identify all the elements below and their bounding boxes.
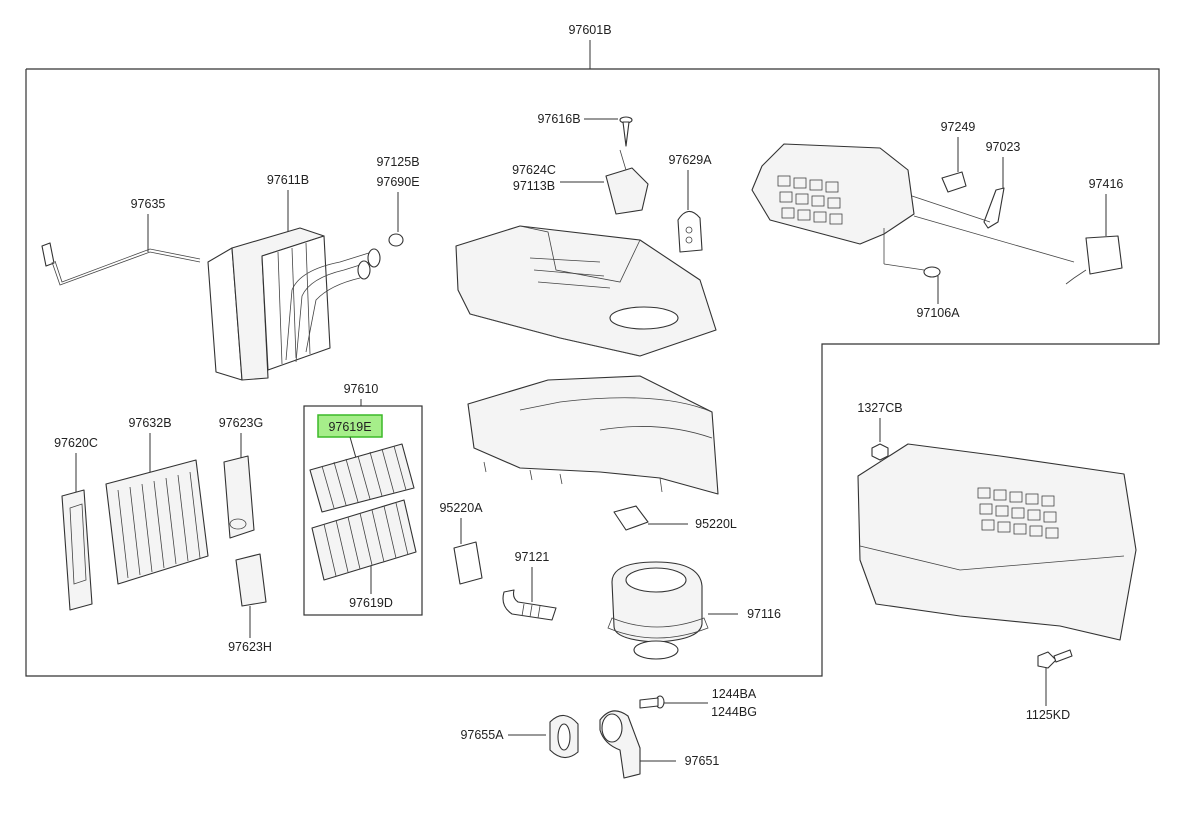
assembly-frame [25, 68, 1160, 677]
lever-drawing [983, 187, 1005, 229]
part-number-label: 97616B [537, 112, 580, 126]
part-97601B[interactable]: 97601B [568, 23, 612, 69]
screw-drawing [619, 116, 633, 147]
part-1327CB[interactable]: 1327CB [857, 401, 903, 461]
part-number-label: 97623H [228, 640, 272, 654]
cover-plate-drawing [223, 455, 255, 539]
evaporator-core-drawing [207, 227, 381, 381]
part-97116[interactable]: 97116 [607, 561, 781, 660]
part-97629A[interactable]: 97629A [668, 153, 712, 253]
part-number-label: 1244BG [711, 705, 757, 719]
part-95220A[interactable]: 95220A [439, 501, 483, 585]
part-97125B[interactable]: 97125B [376, 155, 419, 169]
bracket-drawing [61, 489, 93, 611]
filter-kit-frame [303, 405, 423, 616]
clip-drawing [677, 210, 703, 253]
connector-drawing [613, 505, 649, 531]
part-97121[interactable]: 97121 [502, 550, 557, 621]
part-number-label: 97629A [668, 153, 712, 167]
intake-assembly-drawing [751, 143, 915, 245]
part-number-label: 97106A [916, 306, 960, 320]
seal-drawing [549, 714, 579, 759]
air-filter-lower-drawing [311, 499, 417, 581]
part-97616B[interactable]: 97616B [537, 112, 633, 147]
upper-case-drawing [455, 225, 717, 357]
filter-cover-drawing [105, 459, 209, 585]
part-number-label: 97620C [54, 436, 98, 450]
part-number-label: 97651 [685, 754, 720, 768]
part-number-label: 97635 [131, 197, 166, 211]
part-97023[interactable]: 97023 [911, 140, 1021, 229]
air-filter-upper-drawing [309, 443, 415, 513]
o-ring-drawing [388, 233, 404, 247]
duct-drawing [599, 710, 641, 779]
part-number-label: 97125B [376, 155, 419, 169]
part-97619D[interactable]: 97619D [311, 499, 417, 610]
part-97610[interactable]: 97610 [344, 382, 379, 406]
hose-drawing [502, 589, 557, 621]
part-number-label: 97416 [1089, 177, 1124, 191]
part-97113B[interactable]: 97113B [513, 149, 649, 215]
part-number-label: 97121 [515, 550, 550, 564]
heater-unit-assembly-drawing [857, 443, 1137, 641]
part-97690E[interactable]: 97690E [376, 175, 420, 247]
part-number-label: 1125KD [1026, 708, 1070, 722]
part-number-label: 1244BA [712, 687, 757, 701]
part-97623G[interactable]: 97623G [219, 416, 263, 539]
part-1125KD[interactable]: 1125KD [1026, 649, 1073, 722]
part-1244BA[interactable]: 1244BA [664, 687, 757, 704]
nut-drawing [871, 443, 889, 461]
part-number-label: 1327CB [857, 401, 902, 415]
part-number-label: 97632B [128, 416, 171, 430]
part-number-label: 97023 [986, 140, 1021, 154]
lower-case-drawing [467, 375, 719, 495]
part-number-label: 95220L [695, 517, 737, 531]
part-97416[interactable]: 97416 [913, 177, 1124, 285]
part-number-label: 97655A [460, 728, 504, 742]
part-97655A[interactable]: 97655A [460, 714, 579, 759]
leader-line [349, 436, 357, 459]
part-97106A[interactable]: 97106A [883, 228, 960, 320]
part-number-label: 97624C [512, 163, 556, 177]
part-number-label: 97611B [267, 173, 309, 187]
part-1244BG[interactable]: 1244BG [639, 695, 757, 719]
blower-motor-drawing [607, 561, 709, 660]
part-97632B[interactable]: 97632B [105, 416, 209, 585]
part-number-label: 97619E [328, 420, 371, 434]
part-97611B[interactable]: 97611B [207, 173, 381, 381]
part-number-label: 97113B [513, 179, 555, 193]
bolt-drawing [883, 228, 941, 278]
part-number-label: 97623G [219, 416, 263, 430]
screw-drawing [639, 695, 665, 709]
part-number-label: 97601B [568, 23, 611, 37]
part-number-label: 97619D [349, 596, 393, 610]
holder-drawing [235, 553, 267, 607]
part-97635[interactable]: 97635 [41, 197, 201, 286]
part-number-label: 97690E [376, 175, 419, 189]
part-97620C[interactable]: 97620C [54, 436, 98, 611]
part-97619E[interactable]: 97619E [309, 414, 415, 513]
resistor-drawing [453, 541, 483, 585]
part-97624C[interactable]: 97624C [512, 163, 556, 177]
part-95220L[interactable]: 95220L [613, 505, 737, 531]
actuator-drawing [605, 149, 649, 215]
part-97249[interactable]: 97249 [941, 120, 976, 193]
link-drawing [941, 171, 967, 193]
part-number-label: 95220A [439, 501, 483, 515]
part-number-label: 97610 [344, 382, 379, 396]
temperature-sensor-drawing [41, 242, 201, 286]
motor-actuator-drawing [1085, 235, 1123, 275]
part-97623H[interactable]: 97623H [228, 553, 272, 654]
part-number-label: 97116 [747, 607, 781, 621]
part-number-label: 97249 [941, 120, 976, 134]
part-97651[interactable]: 97651 [599, 710, 720, 779]
bolt-drawing [1037, 649, 1073, 669]
